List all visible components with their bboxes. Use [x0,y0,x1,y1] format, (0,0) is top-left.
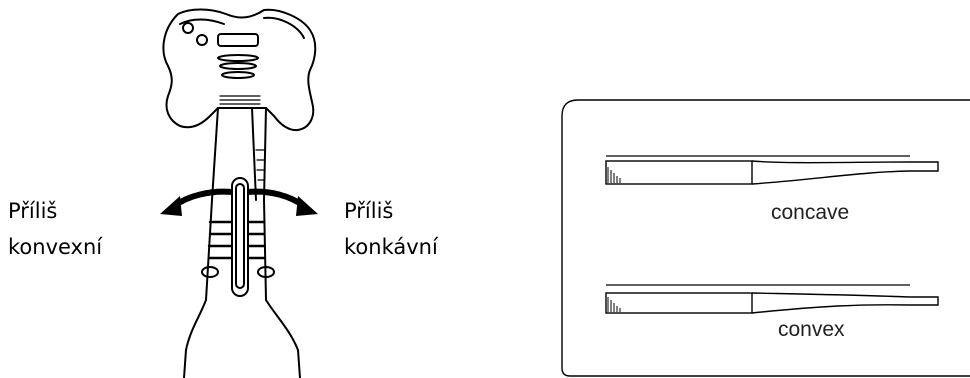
rotate-left-arrow-icon [160,188,233,216]
convex-caption: convex [778,318,845,341]
panel-frame [561,99,970,377]
concave-caption: concave [771,201,850,224]
guitar-illustration [160,8,318,378]
guitar-body [162,8,317,132]
too-convex-label-line2: konvexní [8,235,103,259]
rotate-right-arrow-icon [247,188,318,216]
concave-neck-diagram [605,155,939,185]
guitar-headstock [183,299,207,378]
too-concave-label-line1: Příliš [344,199,394,223]
too-convex-label-line1: Příliš [8,199,58,223]
neck-relief-panel: concave convex [560,98,970,378]
too-concave-label-line2: konkávní [344,235,438,259]
too-convex-label: Příliš konvexní [8,193,102,265]
convex-neck-diagram [605,284,939,314]
guitar-neck [205,107,219,301]
too-concave-label: Příliš konkávní [344,193,438,265]
truss-rod-wrench-icon [231,177,249,297]
